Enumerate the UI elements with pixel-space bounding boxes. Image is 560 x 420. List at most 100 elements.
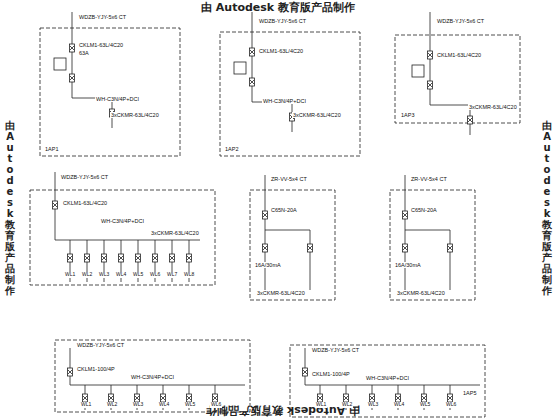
wire — [53, 203, 57, 207]
breaker-symbol — [70, 44, 75, 52]
schematic-label: 3xCKMR-63L/4C20 — [292, 112, 342, 118]
breaker-symbol — [422, 394, 427, 402]
wire — [68, 370, 72, 374]
breaker-symbol — [187, 394, 192, 402]
wire — [428, 53, 432, 57]
wire — [250, 50, 254, 54]
schematic-label: WL3 — [367, 402, 379, 408]
schematic-label: WL2 — [81, 272, 93, 278]
wire — [344, 396, 348, 400]
wire — [109, 396, 113, 400]
schematic-label: WL5 — [132, 272, 144, 278]
wire — [83, 396, 87, 400]
schematic-label: WL1 — [80, 402, 92, 408]
wire — [72, 12, 73, 98]
breaker-symbol — [448, 244, 453, 252]
wire — [135, 396, 139, 400]
wire — [119, 256, 123, 260]
schematic-label: WH-C3N/4P+DCI — [95, 96, 140, 102]
schematic-label: 3xCKMR-63L/4C20 — [468, 104, 518, 110]
wire — [161, 396, 165, 400]
watermark: 由 Autodesk 教育版产品制作 — [541, 120, 553, 296]
wire — [187, 256, 191, 260]
breaker-symbol — [250, 78, 255, 86]
schematic-label: WH-C3N/4P+DCI — [130, 374, 175, 380]
wire — [263, 246, 267, 250]
wire — [303, 370, 307, 374]
wire — [468, 118, 472, 122]
wire — [187, 396, 191, 400]
panel-outline — [40, 28, 180, 156]
schematic-label: CKLM1-100/4P — [76, 366, 116, 372]
wire — [396, 396, 400, 400]
schematic-label: 1AP1 — [44, 146, 59, 152]
wire — [305, 385, 480, 386]
wire — [370, 396, 374, 400]
schematic-label: 3xCKMR-63L/4C20 — [396, 290, 446, 296]
meter-symbol — [412, 65, 424, 77]
wire — [252, 12, 253, 102]
wire — [153, 256, 157, 260]
wire — [403, 246, 407, 250]
schematic-label: WL8 — [183, 272, 195, 278]
wire — [370, 396, 374, 400]
wire — [265, 230, 310, 231]
wire — [422, 396, 426, 400]
breaker-symbol — [428, 81, 433, 89]
wire — [430, 105, 470, 106]
wire — [422, 396, 426, 400]
breaker-symbol — [448, 394, 453, 402]
wire — [305, 348, 306, 385]
breaker-symbol — [468, 116, 473, 124]
schematic-label: CKLM1-100/4P — [311, 371, 351, 377]
breaker-symbol — [303, 368, 308, 376]
panel-outline — [220, 32, 360, 156]
wire — [55, 240, 200, 241]
wire — [53, 203, 57, 207]
wire — [318, 396, 322, 400]
wire — [70, 76, 74, 80]
schematic-label: WDZB-YJY-5x6 CT — [76, 342, 125, 348]
wire — [265, 175, 266, 290]
schematic-label: WL7 — [166, 272, 178, 278]
schematic-label: C65N-20A — [410, 207, 438, 213]
breaker-symbol — [119, 254, 124, 262]
wire — [187, 256, 191, 260]
wire — [250, 80, 254, 84]
schematic-label: WH-C3N/4P+DCI — [262, 98, 307, 104]
schematic-label: ZR-VV-5x4 CT — [270, 176, 308, 182]
wire — [70, 46, 74, 50]
breaker-symbol — [68, 254, 73, 262]
schematic-label: CKLM1-63L/4C20 — [78, 42, 124, 48]
breaker-symbol — [109, 394, 114, 402]
wire — [310, 230, 311, 290]
schematic-label: WL6 — [210, 402, 222, 408]
watermark: 由 Autodesk 教育版产品制作 — [200, 2, 356, 14]
wire — [396, 396, 400, 400]
panel-outline — [30, 190, 215, 285]
schematic-label: WL4 — [115, 272, 127, 278]
breaker-symbol — [263, 211, 268, 219]
schematic-label: WL2 — [341, 402, 353, 408]
breaker-symbol — [70, 74, 75, 82]
breaker-symbol — [318, 394, 323, 402]
wire — [344, 396, 348, 400]
wire — [170, 256, 174, 260]
breaker-symbol — [136, 254, 141, 262]
wire — [68, 370, 72, 374]
schematic-label: 1AP2 — [224, 146, 239, 152]
schematic-label: 1AP3 — [400, 112, 415, 118]
wire — [136, 256, 140, 260]
wire — [428, 83, 432, 87]
wire — [119, 256, 123, 260]
schematic-label: WL3 — [98, 272, 110, 278]
wire — [83, 396, 87, 400]
wire — [263, 213, 267, 217]
wire — [187, 396, 191, 400]
schematic-label: WL5 — [419, 402, 431, 408]
breaker-symbol — [170, 254, 175, 262]
wire — [85, 256, 89, 260]
schematic-label: WDZB-YJY-5x6 CT — [78, 14, 127, 20]
wire — [428, 83, 432, 87]
schematic-label: WL6 — [149, 272, 161, 278]
